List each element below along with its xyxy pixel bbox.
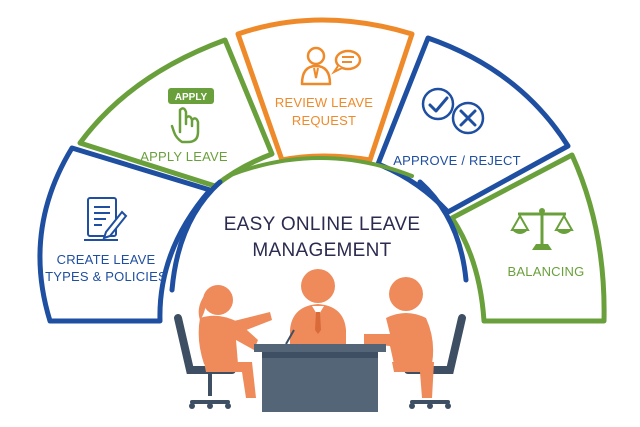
apply-hand-icon: APPLY bbox=[168, 88, 214, 144]
approve-reject-label: APPROVE / REJECT bbox=[393, 153, 520, 168]
segment-approve-reject bbox=[375, 35, 571, 215]
review-leave-label-line1: REVIEW LEAVE bbox=[275, 95, 373, 110]
desk bbox=[254, 329, 386, 412]
document-pen-icon bbox=[84, 197, 128, 241]
apply-leave-label: APPLY LEAVE bbox=[140, 149, 228, 164]
segment-apply-leave bbox=[77, 37, 275, 189]
person-speech-icon bbox=[300, 46, 362, 86]
balancing-label: BALANCING bbox=[508, 264, 585, 279]
right-person bbox=[364, 277, 434, 398]
review-leave-label-line2: REQUEST bbox=[292, 113, 356, 128]
scale-icon bbox=[510, 208, 574, 250]
center-title-line2: MANAGEMENT bbox=[252, 240, 391, 261]
inner-arc-right bbox=[417, 179, 469, 283]
inner-arc-left bbox=[169, 179, 223, 293]
create-leave-label-line2: TYPES & POLICIES bbox=[45, 269, 167, 284]
inner-arc-mid bbox=[226, 156, 414, 178]
segment-balancing bbox=[449, 152, 607, 324]
apply-badge-text: APPLY bbox=[175, 92, 208, 103]
segment-create-leave bbox=[37, 145, 213, 324]
meeting-illustration bbox=[174, 269, 466, 412]
center-title-line1: EASY ONLINE LEAVE bbox=[224, 214, 421, 235]
check-cross-icon bbox=[421, 87, 485, 135]
left-person bbox=[198, 285, 272, 398]
middle-person bbox=[290, 269, 346, 346]
create-leave-label-line1: CREATE LEAVE bbox=[57, 252, 156, 267]
